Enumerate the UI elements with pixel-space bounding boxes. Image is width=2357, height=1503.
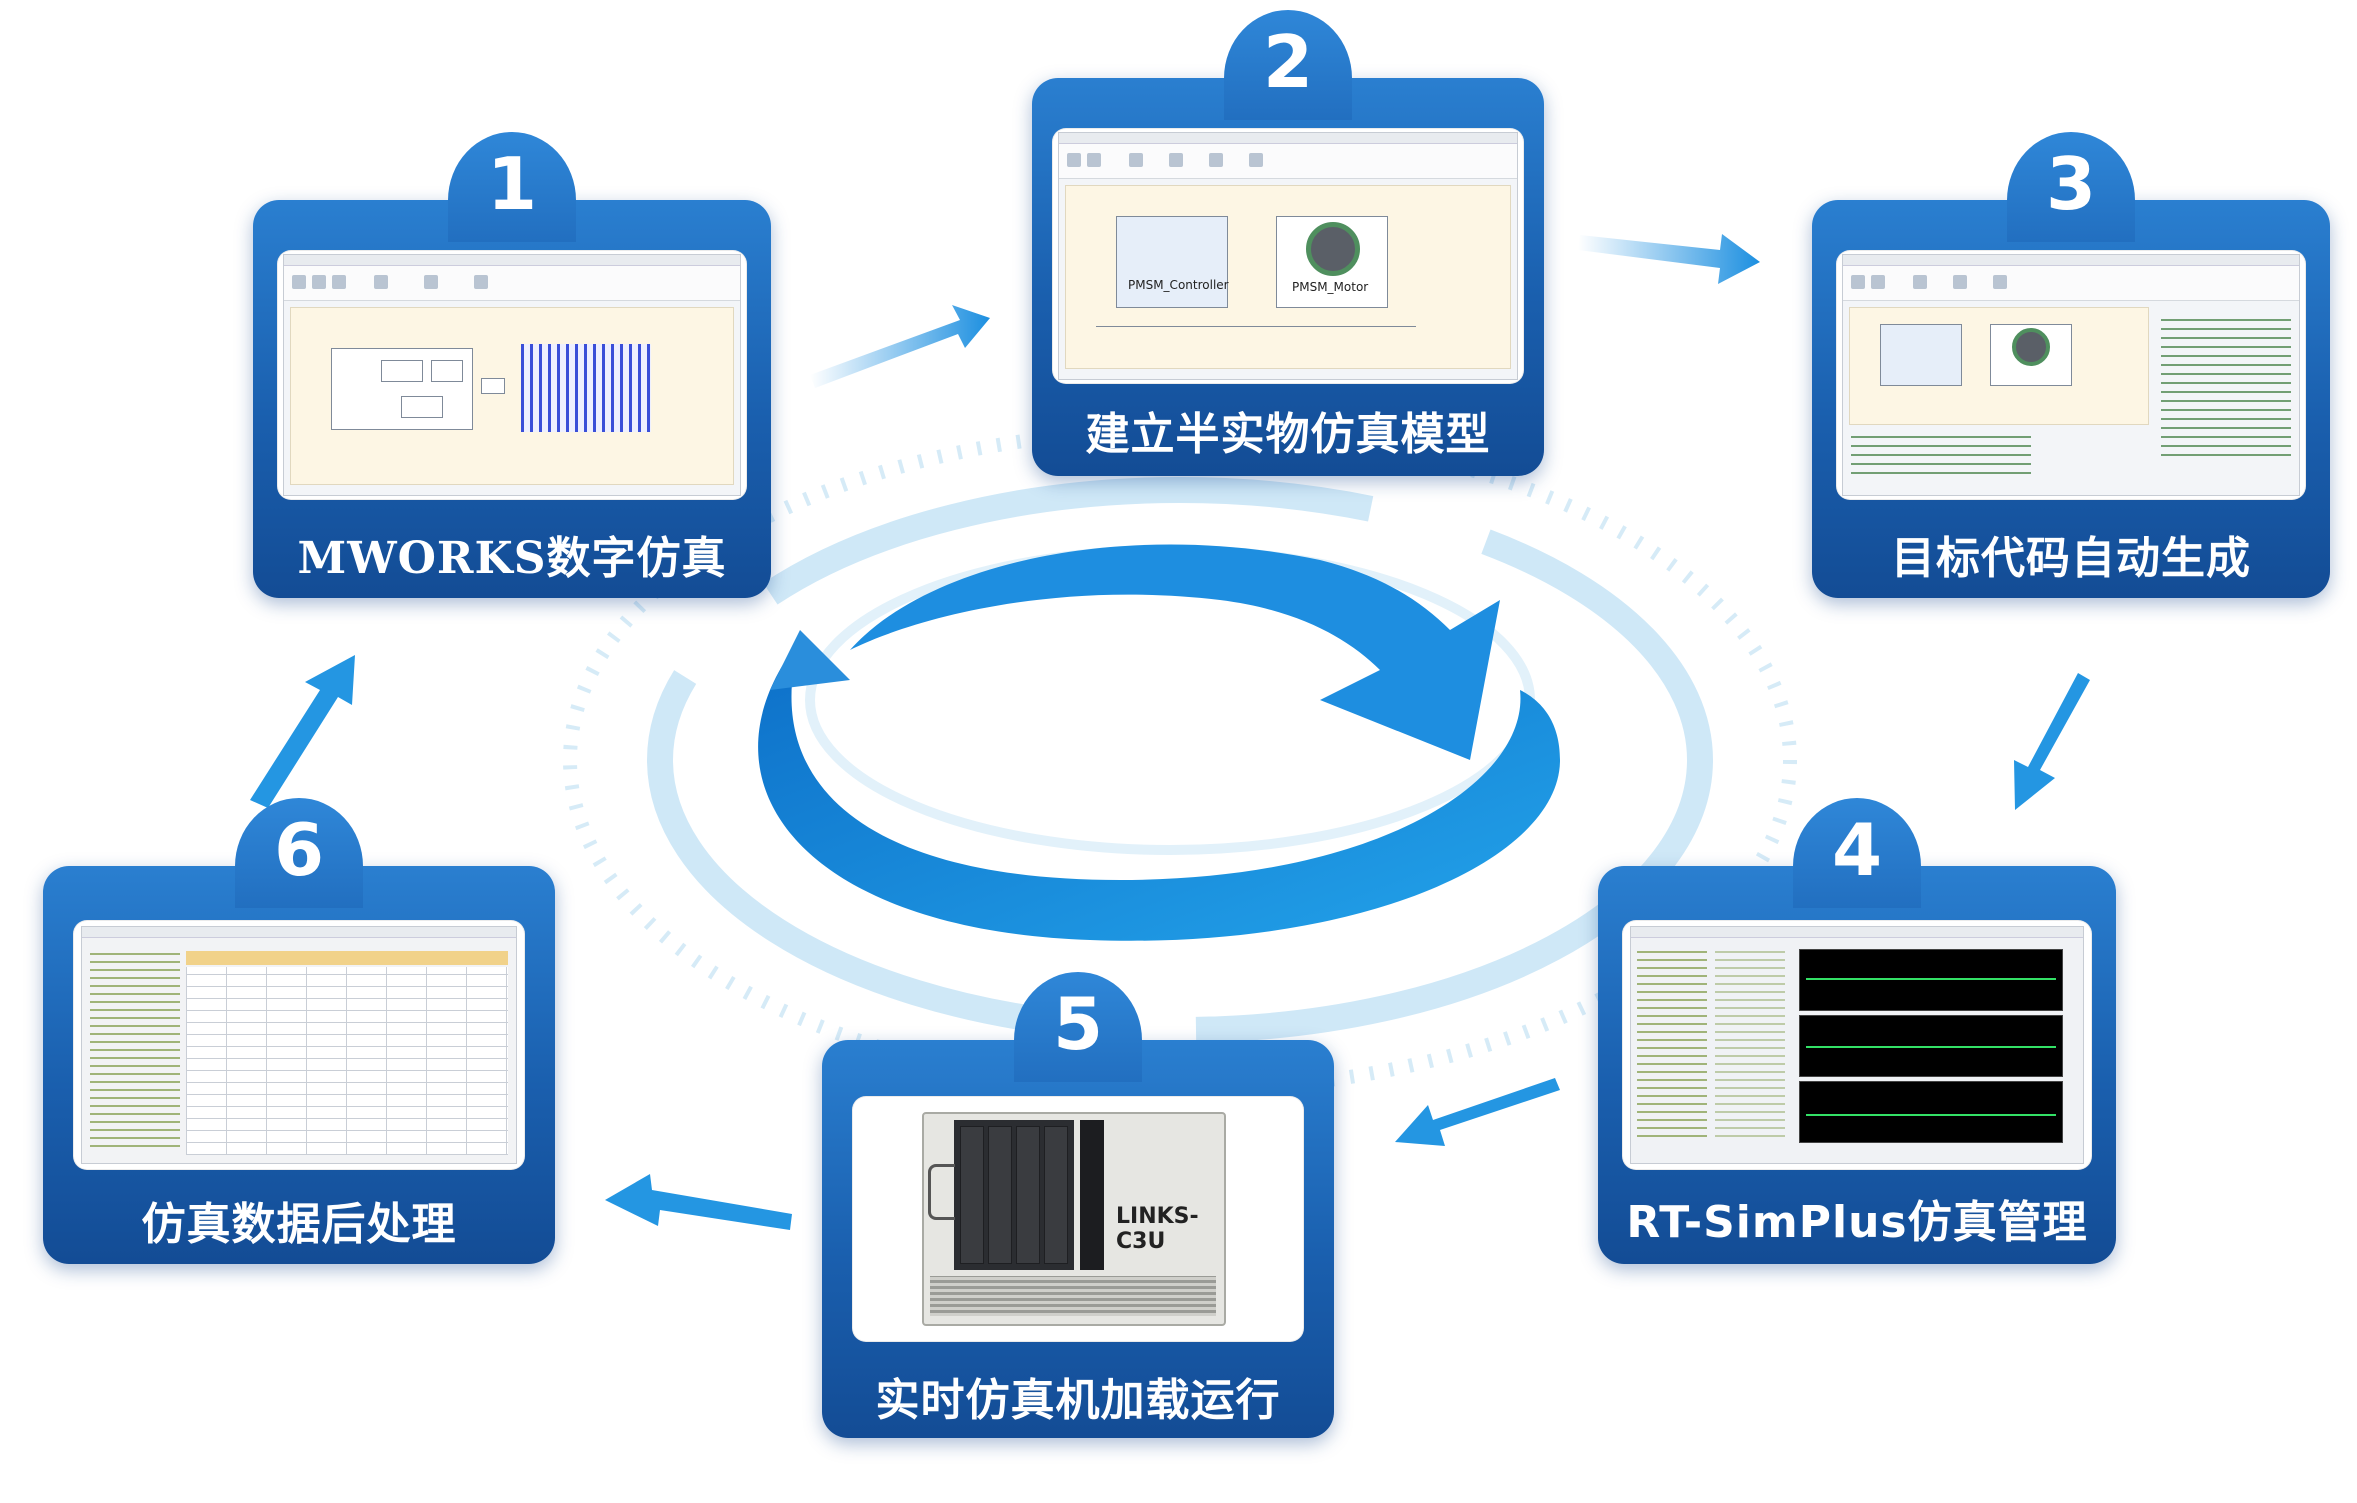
step-screenshot (1622, 920, 2092, 1170)
swirl-arrow-upper (850, 544, 1500, 760)
step-screenshot: LINKS-C3U (852, 1096, 1304, 1342)
step-label: MWORKS数字仿真 (297, 533, 727, 584)
arrow-3-to-4 (2014, 673, 2090, 810)
step-label: RT-SimPlus仿真管理 (1626, 1197, 2088, 1248)
swirl-arrow-head-left (770, 630, 850, 690)
model-controller-label: PMSM_Controller (1128, 278, 1229, 292)
step-card-1: 1 MWORKS数字仿真 (253, 132, 771, 598)
arrow-6-to-1 (250, 655, 355, 808)
arrow-4-to-5 (1395, 1078, 1560, 1146)
arrow-5-to-6 (605, 1174, 792, 1230)
step-screenshot: PMSM_Controller PMSM_Motor (1052, 128, 1524, 384)
step-label: 建立半实物仿真模型 (1085, 409, 1491, 460)
step-number-badge: 5 (1014, 972, 1142, 1082)
step-number-badge: 1 (448, 132, 576, 242)
mid-ring (647, 477, 1713, 1043)
step-card-4: 4 RT-SimPlus仿真管理 (1598, 798, 2116, 1264)
step-card-6: 6 仿真数据后处理 (43, 798, 555, 1264)
step-label: 实时仿真机加载运行 (875, 1375, 1281, 1426)
step-card-3: 3 目标代码自动生成 (1812, 132, 2330, 598)
machine-name: LINKS-C3U (1116, 1204, 1199, 1254)
step-number-badge: 6 (235, 798, 363, 908)
step-screenshot (1836, 250, 2306, 500)
step-label: 仿真数据后处理 (141, 1199, 457, 1250)
step-screenshot (73, 920, 525, 1170)
step-label: 目标代码自动生成 (1891, 533, 2251, 584)
step-card-2: 2 PMSM_Controller PMSM_Motor 建立半实物仿真模型 (1032, 10, 1544, 476)
swirl-arrow-lower (758, 640, 1560, 941)
real-time-simulator-image: LINKS-C3U (922, 1112, 1226, 1326)
arrow-1-to-2 (810, 305, 990, 388)
motor-icon (1306, 222, 1360, 276)
arrow-2-to-3 (1578, 234, 1760, 284)
step-number-badge: 4 (1793, 798, 1921, 908)
step-number-badge: 2 (1224, 10, 1352, 120)
model-motor-label: PMSM_Motor (1292, 280, 1369, 294)
step-number-badge: 3 (2007, 132, 2135, 242)
step-card-5: 5 LINKS-C3U 实时仿真机加载运行 (822, 972, 1334, 1438)
step-screenshot (277, 250, 747, 500)
handle-icon (928, 1164, 955, 1220)
